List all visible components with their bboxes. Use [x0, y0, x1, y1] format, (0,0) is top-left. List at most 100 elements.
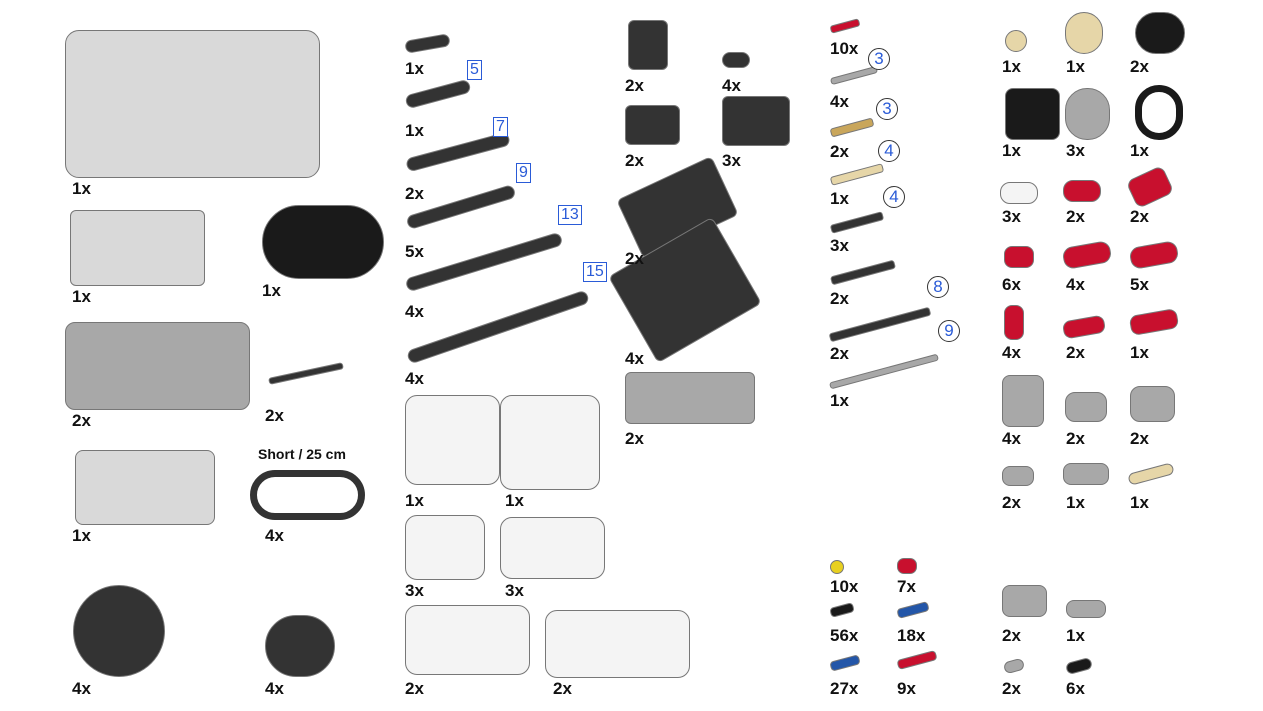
double-pin-connector-image	[1002, 585, 1047, 617]
axle-with-stop-image	[268, 362, 344, 385]
cable-note: Short / 25 cm	[258, 446, 346, 462]
cross-block-quantity: 2x	[1130, 57, 1149, 76]
axle-4-end-image	[829, 211, 885, 234]
angled-beam-quantity: 2x	[625, 249, 644, 268]
axle-3-stud-image	[829, 117, 875, 138]
beam-5-quantity: 1x	[405, 121, 424, 140]
axle-5-quantity: 2x	[830, 289, 849, 308]
medium-motor-quantity: 1x	[72, 287, 91, 306]
medium-motor-image	[70, 210, 205, 286]
beam-15-quantity: 4x	[405, 369, 424, 388]
perp-connector-quantity: 2x	[1066, 429, 1085, 448]
grey-pin-image	[1002, 657, 1026, 675]
cam-connector-quantity: 2x	[1130, 429, 1149, 448]
pin-connector-red-image	[1004, 305, 1024, 340]
cross-block-red-quantity: 6x	[1002, 275, 1021, 294]
cable-image	[250, 470, 365, 520]
tooth-white-quantity: 3x	[1002, 207, 1021, 226]
pin-long-quantity: 18x	[897, 626, 926, 645]
pin-connector-red-quantity: 4x	[1002, 343, 1021, 362]
pin-axle-connector-image	[1066, 600, 1106, 618]
ultrasonic-sensor-quantity: 1x	[262, 281, 281, 300]
panel-small-right-image	[500, 517, 605, 579]
l-beam-large-image	[722, 96, 790, 146]
axle-5-image	[829, 259, 897, 286]
axle-3-length-marker: 3	[868, 48, 890, 70]
beam-3-red-quantity: 4x	[1066, 275, 1085, 294]
pin-joiner-image	[1002, 466, 1034, 486]
gear-12-image	[1005, 30, 1027, 52]
cam-connector-image	[1130, 386, 1175, 422]
axle-connector-2-red-quantity: 1x	[1130, 343, 1149, 362]
axle-4-pin-length-marker: 4	[878, 140, 900, 162]
axle-3-quantity: 4x	[830, 92, 849, 111]
pulley-image	[1065, 88, 1110, 140]
cross-block-red-image	[1004, 246, 1034, 268]
axle-8-image	[828, 306, 932, 343]
wheel-image	[265, 615, 335, 677]
tooth-red-image	[1063, 180, 1101, 202]
axle-4-pin-quantity: 1x	[830, 189, 849, 208]
beam-5-image	[404, 78, 472, 110]
axle-with-stop-quantity: 2x	[265, 406, 284, 425]
l-beam-small-quantity: 2x	[625, 151, 644, 170]
black-pin-image	[1064, 656, 1094, 676]
axle-3-image	[829, 65, 879, 86]
axle-4-end-quantity: 3x	[830, 236, 849, 255]
pin-axle-tan-quantity: 1x	[1130, 493, 1149, 512]
beam-9-quantity: 5x	[405, 242, 424, 261]
panel-left-image	[405, 395, 500, 485]
tooth-red-quantity: 2x	[1066, 207, 1085, 226]
angle-connector-quantity: 2x	[1130, 207, 1149, 226]
axle-8-length-marker: 8	[927, 276, 949, 298]
steering-arm-quantity: 1x	[1002, 141, 1021, 160]
pin-axle-tan-image	[1127, 462, 1175, 486]
axle-connector-red-image	[1061, 314, 1107, 340]
wheel-quantity: 4x	[265, 679, 284, 698]
double-cross-red-image	[1128, 239, 1180, 271]
h-frame-image	[1002, 375, 1044, 427]
pin-red-image	[896, 649, 938, 671]
tire-image	[73, 585, 165, 677]
beam-3-image	[404, 33, 451, 54]
panel-small-left-quantity: 3x	[405, 581, 424, 600]
ultrasonic-sensor-image	[262, 205, 384, 279]
large-motor-image	[65, 322, 250, 410]
axle-9-quantity: 1x	[830, 391, 849, 410]
cross-block-image	[1135, 12, 1185, 54]
pin-axle-connector-quantity: 1x	[1066, 626, 1085, 645]
perp-connector-image	[1065, 392, 1107, 422]
angled-beam-large-image	[608, 216, 762, 364]
gear-20-image	[1065, 12, 1103, 54]
beam-2-quantity: 4x	[722, 76, 741, 95]
ev3-brick-image	[65, 30, 320, 178]
panel-small-right-quantity: 3x	[505, 581, 524, 600]
u-joint-quantity: 1x	[1066, 493, 1085, 512]
panel-left-quantity: 1x	[405, 491, 424, 510]
ir-beacon-quantity: 1x	[72, 526, 91, 545]
ev3-brick-quantity: 1x	[72, 179, 91, 198]
pin-red-quantity: 9x	[897, 679, 916, 698]
grey-pin-quantity: 2x	[1002, 679, 1021, 698]
axle-8-quantity: 2x	[830, 344, 849, 363]
axle-4-end-length-marker: 4	[883, 186, 905, 208]
bush-image	[897, 558, 917, 574]
l-beam-small-image	[625, 105, 680, 145]
double-pin-connector-quantity: 2x	[1002, 626, 1021, 645]
t-beam-quantity: 2x	[625, 76, 644, 95]
ir-beacon-image	[75, 450, 215, 525]
beam-2-image	[722, 52, 750, 68]
bush-half-image	[830, 560, 844, 574]
beam-13-length-marker: 13	[558, 205, 582, 225]
gear-12-quantity: 1x	[1002, 57, 1021, 76]
angle-connector-image	[1125, 164, 1175, 210]
axle-9-length-marker: 9	[938, 320, 960, 342]
panel-long-left-image	[405, 605, 530, 675]
beam-9-length-marker: 9	[516, 163, 531, 183]
beam-3-quantity: 1x	[405, 59, 424, 78]
angled-beam-large-quantity: 4x	[625, 349, 644, 368]
panel-long-right-quantity: 2x	[553, 679, 572, 698]
beam-13-image	[404, 231, 564, 293]
pin-friction-quantity: 56x	[830, 626, 859, 645]
beam-15-image	[405, 289, 591, 365]
